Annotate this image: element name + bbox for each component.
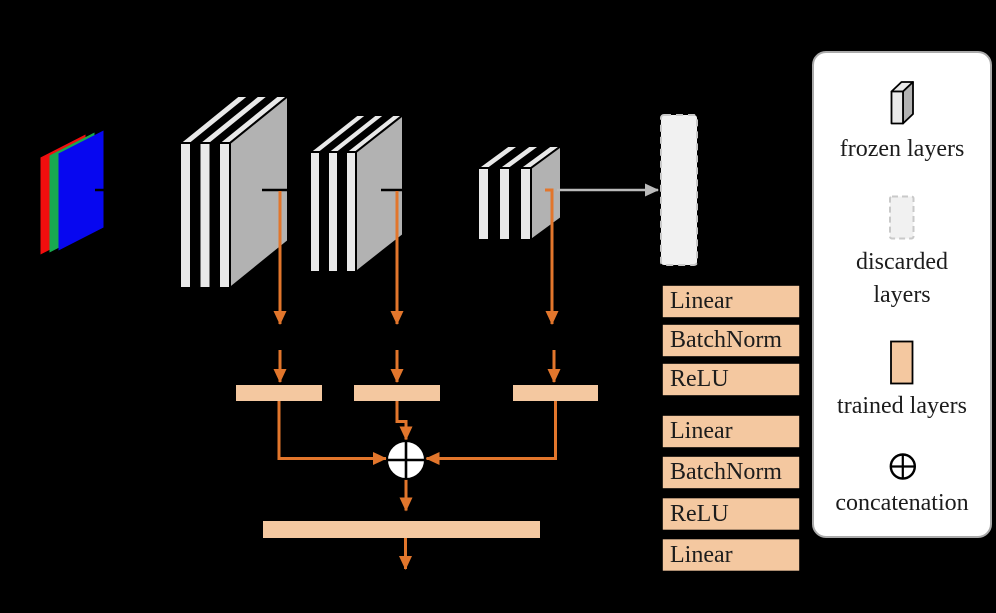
trained-bar-1 xyxy=(236,385,322,401)
mlp-label-batchnorm-1: BatchNorm xyxy=(670,327,782,353)
trained-bar-wide xyxy=(263,521,540,538)
mlp-box-7 xyxy=(661,537,801,573)
conv-block-2 xyxy=(309,114,404,273)
mlp-box-5 xyxy=(661,455,801,490)
mlp-label-batchnorm-2: BatchNorm xyxy=(670,459,782,485)
legend-label-trained: trained layers xyxy=(837,393,967,419)
legend-label-discarded: discarded layers xyxy=(856,249,948,308)
mlp-label-relu-1: ReLU xyxy=(670,366,729,392)
discarded-layers-icon xyxy=(889,195,915,240)
legend-label-frozen: frozen layers xyxy=(839,136,965,162)
mlp-box-6 xyxy=(661,496,801,532)
legend-box xyxy=(812,51,992,538)
mlp-stack-boxes xyxy=(661,284,801,573)
trained-layer-bars xyxy=(236,385,598,538)
conv-block-1 xyxy=(179,95,289,289)
arrow-bar1-to-concat xyxy=(277,401,387,465)
mlp-box-4 xyxy=(661,414,801,449)
concatenation-icon xyxy=(889,453,916,480)
frozen-layers-icon xyxy=(890,81,914,125)
mlp-label-linear-2: Linear xyxy=(670,418,733,444)
trained-bar-2 xyxy=(354,385,440,401)
input-image xyxy=(40,130,104,255)
arrow-bar2-to-concat xyxy=(395,401,413,441)
trained-bar-3 xyxy=(513,385,598,401)
arrow-bar3-to-concat xyxy=(425,401,557,465)
feature-arrows xyxy=(273,188,561,570)
mlp-label-relu-2: ReLU xyxy=(670,500,729,527)
conv-block-3 xyxy=(477,145,562,241)
concatenation-node xyxy=(386,440,426,480)
discarded-layer-block xyxy=(660,114,698,266)
mlp-label-linear-1: Linear xyxy=(670,288,733,314)
arrow-block3-down xyxy=(545,188,559,325)
mlp-box-2 xyxy=(661,323,801,358)
input-channel-blue xyxy=(58,130,104,251)
mlp-label-linear-3: Linear xyxy=(670,541,733,568)
legend-label-concatenation: concatenation xyxy=(835,490,969,516)
trained-layers-icon xyxy=(890,340,914,385)
mlp-box-1 xyxy=(661,284,801,319)
mlp-box-3 xyxy=(661,362,801,397)
